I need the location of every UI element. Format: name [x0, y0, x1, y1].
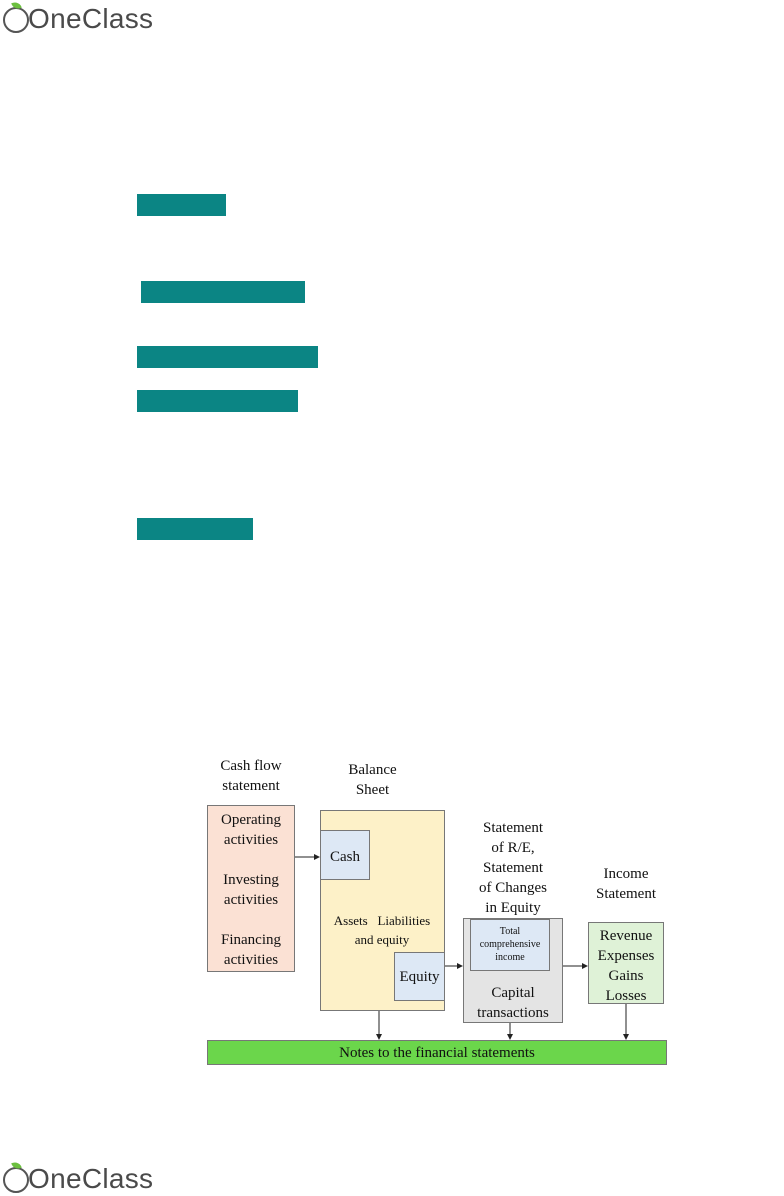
redacted-block-1 [137, 194, 226, 216]
assets-liabilities-label: Assets Liabilities and equity [333, 913, 431, 947]
cash-flow-box [207, 805, 295, 972]
equity-box [394, 952, 445, 1001]
balance-sheet-title: Balance Sheet [348, 762, 397, 798]
capital-transactions-label: Capital transactions [477, 985, 549, 1021]
notes-bar [207, 1040, 667, 1065]
redacted-block-3 [137, 346, 318, 368]
total-income-label: Total comprehensive income [479, 926, 541, 963]
logo-text: OneClass [28, 1163, 154, 1194]
income-statement-title: Income Statement [596, 866, 656, 902]
equity-label: Equity [399, 969, 440, 985]
logo-mark-icon [2, 1160, 32, 1194]
operating-activities: Operating activities [221, 812, 281, 848]
redacted-block-2 [141, 281, 305, 303]
retained-earnings-title: Statement of R/E, Statement of Changes i… [479, 820, 547, 916]
redacted-block-4 [137, 390, 298, 412]
total-income-box [470, 919, 550, 971]
financing-activities: Financing activities [221, 932, 281, 968]
notes-label: Notes to the financial statements [339, 1045, 535, 1061]
oneclass-logo-top: OneClass [2, 0, 154, 36]
logo-text: OneClass [28, 3, 154, 34]
income-items: Revenue Expenses Gains Losses [597, 928, 655, 1004]
cash-label: Cash [330, 849, 360, 865]
income-statement-box [588, 922, 664, 1004]
investing-activities: Investing activities [223, 872, 279, 908]
cash-flow-title: Cash flow statement [220, 758, 282, 794]
logo-mark-icon [2, 0, 32, 34]
oneclass-logo-bottom: OneClass [2, 1160, 154, 1196]
redacted-block-5 [137, 518, 253, 540]
cash-box [320, 830, 370, 880]
